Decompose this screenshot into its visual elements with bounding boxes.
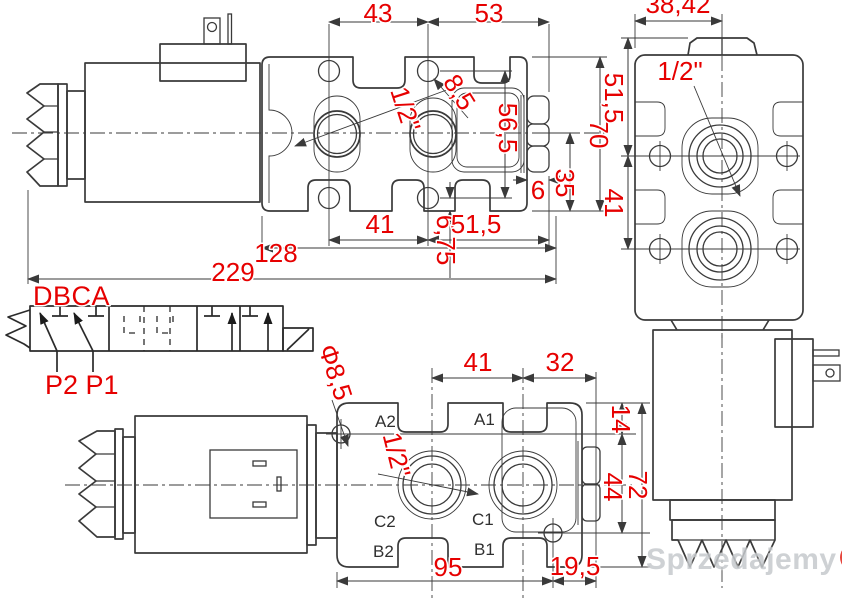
dim-95: 95: [434, 552, 463, 582]
edge-pockets: [635, 101, 803, 225]
front-view-drawing: 41 32 14 44 72 95 19,5 Φ8,5 1/2" A2 A1 C…: [65, 339, 655, 598]
vertical-solenoid-drawing: [652, 319, 841, 588]
flow-arrow-crossed: [73, 312, 94, 372]
port-lobe-left: [313, 95, 361, 173]
schematic-top-ports-label: DBCA: [33, 281, 110, 311]
side-view-drawing: [12, 13, 607, 203]
cartridge-contour: [501, 407, 577, 533]
knob-stem: [66, 90, 86, 180]
port-half-inch: [313, 110, 361, 158]
end-view-body: [634, 54, 804, 321]
manual-override-knob: [26, 83, 59, 187]
port-label-a1: A1: [474, 410, 495, 429]
dim-6: 6: [531, 175, 545, 205]
flow-arrow-crossed: [39, 312, 58, 372]
connector-spade-terminal: [812, 364, 841, 382]
dim-total-length-229: 229: [211, 257, 254, 287]
dim-56-5: 56,5: [493, 103, 523, 154]
end-view-drawing: 38,42 51,5 41 1/2": [598, 0, 804, 338]
knob-neck: [669, 499, 776, 521]
port-half-inch: [409, 110, 457, 158]
dim-19-5: 19,5: [550, 551, 601, 581]
port-label-a2: A2: [375, 412, 396, 431]
knob-collar: [114, 428, 124, 540]
din-connector: [774, 338, 814, 428]
dim-44: 44: [598, 473, 628, 502]
valve-body-outline: [261, 56, 528, 212]
watermark: Sprzedajemy .pl: [646, 543, 842, 577]
dim-53: 53: [475, 0, 504, 28]
terminal-slot: [252, 501, 267, 508]
dim-port-thread-half-inch: 1/2": [377, 429, 417, 480]
tank-symbols: [52, 306, 258, 317]
dim-bottom-41: 41: [366, 209, 395, 239]
dim-body-length-128: 128: [254, 238, 297, 268]
dim-38-42: 38,42: [645, 0, 710, 19]
dim-bottom-51-5: 51,5: [451, 209, 502, 239]
port-label-b2: B2: [373, 542, 394, 561]
manual-override-knob: [78, 430, 116, 538]
solenoid-coil-body: [84, 62, 261, 203]
dim-port-thread-half-inch: 1/2": [657, 56, 702, 86]
dim-height-70: 70: [584, 120, 614, 149]
hydraulic-schematic-symbol: DBCA P2 P1: [5, 280, 314, 402]
dim-14: 14: [606, 405, 636, 434]
interface-plate: [315, 432, 338, 539]
dim-hole-dia-8-5: 8,5: [437, 69, 482, 116]
dim-hole-dia-phi-8-5: Φ8,5: [313, 341, 359, 404]
port-label-c1: C1: [472, 510, 494, 529]
dim-32: 32: [546, 347, 575, 377]
dim-hole-pitch-43: 43: [364, 0, 393, 28]
dim-port-pitch-41: 41: [464, 347, 493, 377]
side-hex-plug: [577, 441, 601, 525]
spring-symbol: [5, 309, 31, 349]
top-view-valve-body: [261, 24, 550, 246]
side-top-view-dimensions: 43 53 8,5 1/2" 56,5 70 35 6 6,75 41 51,5…: [27, 0, 616, 289]
knob-collar: [57, 83, 68, 187]
port-label-c2: C2: [374, 512, 396, 531]
connector-pin: [812, 349, 840, 357]
din-connector: [159, 43, 247, 82]
dim-6-75: 6,75: [431, 215, 461, 266]
dim-port-pitch-41: 41: [599, 189, 629, 218]
connector-pin: [227, 13, 233, 45]
dim-51-5: 51,5: [599, 73, 629, 124]
schematic-bottom-ports-label: P2 P1: [45, 370, 119, 400]
terminal-slot: [276, 476, 282, 492]
dim-height-72: 72: [623, 471, 653, 500]
watermark-brand: Sprzedajemy: [646, 543, 837, 576]
valve-body-outline: [336, 402, 583, 568]
transition-position-dashed: [123, 316, 174, 334]
connector-spade-terminal: [203, 17, 221, 45]
watermark-pl-badge: .pl: [839, 544, 842, 571]
dim-35: 35: [550, 169, 580, 198]
solenoid-actuator-symbol: [282, 327, 314, 352]
terminal-slot: [252, 460, 267, 467]
inner-contour-left: [268, 64, 293, 203]
solenoid-coil-body: [652, 329, 793, 501]
side-hex-plug: [520, 95, 550, 173]
port-label-b1: B1: [474, 540, 495, 559]
coil-connector-face: [209, 449, 298, 519]
dim-port-thread-half-inch: 1/2": [384, 83, 427, 135]
